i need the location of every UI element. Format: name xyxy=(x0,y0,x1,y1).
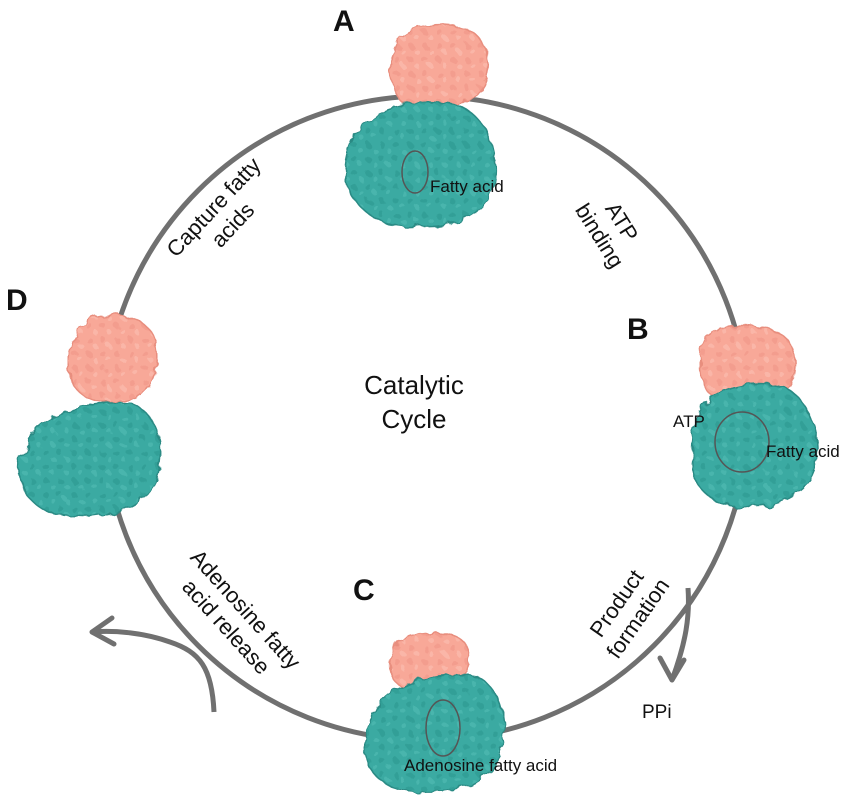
stage-label-b: B xyxy=(627,313,649,346)
stage-label-a: A xyxy=(333,5,355,38)
protein-c-binding-site xyxy=(425,699,461,757)
protein-a-salmon-domain xyxy=(389,23,489,111)
release-arrow xyxy=(89,615,217,713)
label-b-atp: ATP xyxy=(673,412,705,431)
protein-c-teal-domain xyxy=(364,673,505,794)
step-capture-label: Capture fatty acids xyxy=(161,153,265,262)
center-title-line1: Catalytic xyxy=(364,370,464,400)
protein-d xyxy=(18,313,162,518)
protein-a-binding-site xyxy=(401,150,429,194)
protein-a-teal-domain xyxy=(344,101,497,228)
ppi-arrow xyxy=(657,587,691,683)
stage-label-d: D xyxy=(6,284,28,317)
label-ppi: PPi xyxy=(642,702,672,723)
protein-b-binding-site xyxy=(714,411,770,473)
label-c-adenosine-fatty-acid: Adenosine fatty acid xyxy=(404,756,557,775)
protein-d-salmon-domain xyxy=(67,313,158,404)
label-b-fatty-acid: Fatty acid xyxy=(766,442,840,461)
stage-label-c: C xyxy=(353,574,375,607)
label-a-fatty-acid: Fatty acid xyxy=(430,177,504,196)
center-title-line2: Cycle xyxy=(381,404,446,434)
protein-b-teal-domain xyxy=(691,383,819,508)
protein-c xyxy=(364,632,505,794)
step-release-label: Adenosine fatty acid release xyxy=(177,545,305,680)
protein-d-teal-domain xyxy=(18,402,162,518)
step-product-label: Product formation xyxy=(585,565,675,663)
protein-a xyxy=(344,23,497,228)
protein-b xyxy=(691,324,819,508)
step-atp-label: ATP binding xyxy=(570,198,643,273)
